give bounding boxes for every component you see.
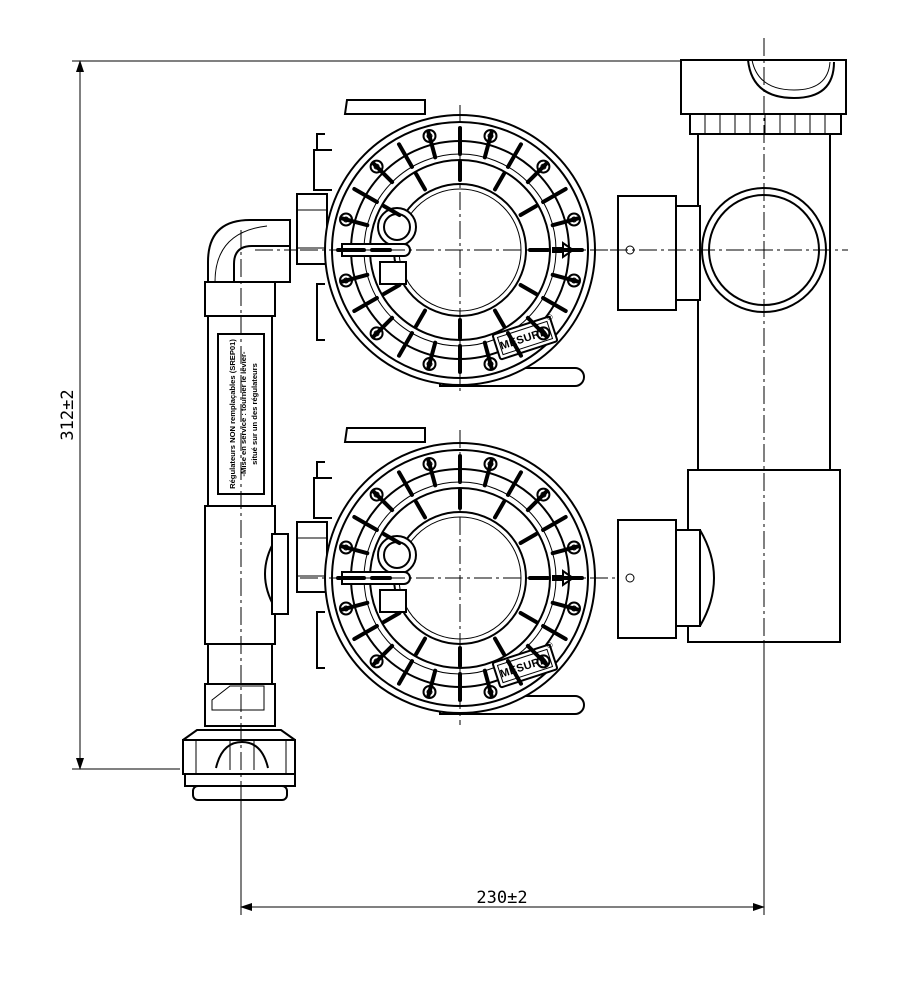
regulator-upper: MESURA ® xyxy=(296,99,618,395)
inner-rib xyxy=(493,636,506,657)
rim-rib xyxy=(482,340,494,370)
rim-rib xyxy=(506,142,523,169)
rim-rib xyxy=(340,272,370,284)
rim-rib xyxy=(541,624,568,641)
inner-rib xyxy=(493,499,506,520)
rim-rib xyxy=(371,161,395,185)
rim-rib xyxy=(525,315,549,339)
inner-rib xyxy=(493,308,506,329)
pipe-label-line-3: situé sur un des régulateurs xyxy=(250,363,259,465)
rim-rib xyxy=(426,130,438,160)
rim-rib xyxy=(352,515,379,532)
inner-rib xyxy=(414,636,427,657)
rim-rib xyxy=(482,130,494,160)
inner-rib xyxy=(518,283,539,296)
rim-rib xyxy=(541,296,568,313)
rim-rib xyxy=(506,659,523,686)
rim-rib xyxy=(426,340,438,370)
manifold xyxy=(610,38,848,660)
inner-rib xyxy=(518,204,539,217)
rim-rib xyxy=(371,489,395,513)
rim-rib xyxy=(397,331,414,358)
rim-rib xyxy=(482,668,494,698)
rim-rib xyxy=(426,668,438,698)
rim-rib xyxy=(550,216,580,228)
rim-rib xyxy=(371,315,395,339)
rim-rib xyxy=(525,489,549,513)
rim-rib xyxy=(525,161,549,185)
height-dimension-label: 312±2 xyxy=(58,389,78,440)
inner-rib xyxy=(414,499,427,520)
inner-rib xyxy=(518,532,539,545)
rim-rib xyxy=(550,600,580,612)
inner-rib xyxy=(381,283,402,296)
rim-rib xyxy=(397,142,414,169)
rim-rib xyxy=(340,216,370,228)
pipe-label-line-1: Régulateurs NON remplaçables (SREP01) xyxy=(228,339,237,489)
inner-rib xyxy=(493,171,506,192)
rim-rib xyxy=(506,470,523,497)
rim-rib xyxy=(371,643,395,667)
rim-rib xyxy=(506,331,523,358)
regulator-lower: MESURA ® xyxy=(296,427,618,725)
rim-rib xyxy=(340,544,370,556)
rim-rib xyxy=(340,600,370,612)
rim-rib xyxy=(541,187,568,204)
rim-rib xyxy=(550,272,580,284)
bypass-pipe: Régulateurs NON remplaçables (SREP01) -M… xyxy=(182,219,310,810)
pipe-label-line-2: -Mise en service : tourner le levier- xyxy=(239,351,248,476)
rim-rib xyxy=(352,296,379,313)
regulator-upper-registered-mark: ® xyxy=(547,313,553,322)
rim-rib xyxy=(482,458,494,488)
inner-rib xyxy=(381,204,402,217)
inner-rib xyxy=(414,171,427,192)
rim-rib xyxy=(352,624,379,641)
rim-rib xyxy=(352,187,379,204)
inner-rib xyxy=(414,308,427,329)
rim-rib xyxy=(426,458,438,488)
inner-rib xyxy=(381,611,402,624)
inner-rib xyxy=(518,611,539,624)
rim-rib xyxy=(397,659,414,686)
regulator-lower-registered-mark: ® xyxy=(547,641,553,650)
width-dimension-label: 230±2 xyxy=(476,888,527,908)
inner-rib xyxy=(381,532,402,545)
rim-rib xyxy=(550,544,580,556)
rim-rib xyxy=(525,643,549,667)
rim-rib xyxy=(397,470,414,497)
rim-rib xyxy=(541,515,568,532)
